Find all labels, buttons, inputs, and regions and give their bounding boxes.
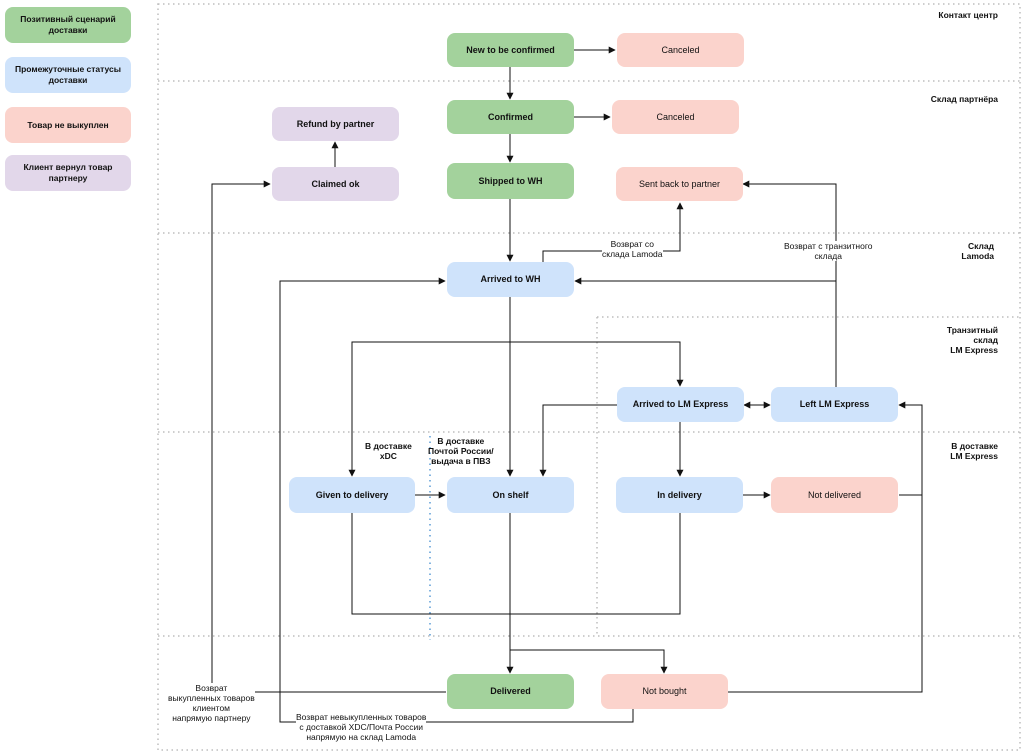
- legend-not-bought: Товар не выкуплен: [5, 107, 131, 143]
- zone-label-transit-wh: Транзитный склад LM Express: [946, 325, 998, 355]
- zone-label-lm-delivery: В доставке LM Express: [950, 441, 998, 461]
- edge-merge-to-not-bought: [509, 614, 668, 674]
- edge-label-return-not-bought: Возврат невыкупленных товаров с доставко…: [296, 712, 427, 742]
- node-claimed-ok[interactable]: Claimed ok: [272, 167, 399, 201]
- edges: [211, 46, 923, 723]
- legend-returned: Клиент вернул товар партнеру: [5, 155, 131, 191]
- zone-label-contact-center: Контакт центр: [938, 10, 998, 20]
- node-canceled-partner[interactable]: Canceled: [612, 100, 739, 134]
- node-arrived-to-lm-express[interactable]: Arrived to LM Express: [617, 387, 744, 422]
- node-not-delivered[interactable]: Not delivered: [771, 477, 898, 513]
- edge-given-to-merge: [351, 513, 510, 615]
- node-not-bought[interactable]: Not bought: [601, 674, 728, 709]
- legend-intermediate: Промежуточные статусы доставки: [5, 57, 131, 93]
- edge-left-lm-to-sent-back: [742, 180, 837, 387]
- edge-wh-to-given-delivery: [348, 297, 511, 477]
- edge-wh-to-arrived-lm: [510, 341, 684, 387]
- lane-label-post: В доставке Почтой России/ выдача в ПВЗ: [428, 436, 494, 466]
- edge-not-bought-to-arrived-wh: [279, 277, 634, 723]
- lane-label-xdc: В доставке xDC: [365, 441, 412, 461]
- node-canceled-contact[interactable]: Canceled: [617, 33, 744, 67]
- node-arrived-to-wh[interactable]: Arrived to WH: [447, 262, 574, 297]
- node-left-lm-express[interactable]: Left LM Express: [771, 387, 898, 422]
- edge-label-return-bought: Возврат выкупленных товаров клиентом нап…: [168, 683, 255, 723]
- edge-delivered-to-claimed: [211, 180, 446, 693]
- legend-positive: Позитивный сценарий доставки: [5, 7, 131, 43]
- node-delivered[interactable]: Delivered: [447, 674, 574, 709]
- node-new-to-be-confirmed[interactable]: New to be confirmed: [447, 33, 574, 67]
- node-on-shelf[interactable]: On shelf: [447, 477, 574, 513]
- node-sent-back-to-partner[interactable]: Sent back to partner: [616, 167, 743, 201]
- edge-label-return-from-transit: Возврат с транзитного склада: [784, 241, 873, 261]
- zone-borders: [157, 3, 1021, 751]
- edge-in-delivery-to-merge: [510, 513, 681, 615]
- node-in-delivery[interactable]: In delivery: [616, 477, 743, 513]
- zone-outer-border: [157, 3, 1021, 751]
- node-given-to-delivery[interactable]: Given to delivery: [289, 477, 415, 513]
- zone-label-partner-wh: Склад партнёра: [930, 94, 998, 104]
- node-refund-by-partner[interactable]: Refund by partner: [272, 107, 399, 141]
- node-confirmed[interactable]: Confirmed: [447, 100, 574, 134]
- zone-label-lamoda-wh: Склад Lamoda: [961, 241, 994, 261]
- edge-label-return-from-lamoda: Возврат со склада Lamoda: [602, 239, 663, 259]
- node-shipped-to-wh[interactable]: Shipped to WH: [447, 163, 574, 199]
- edge-arrived-lm-to-on-shelf: [539, 404, 617, 477]
- edge-not-delivered-to-left-lm: [898, 401, 923, 496]
- edge-not-bought-to-left-lm: [728, 495, 923, 693]
